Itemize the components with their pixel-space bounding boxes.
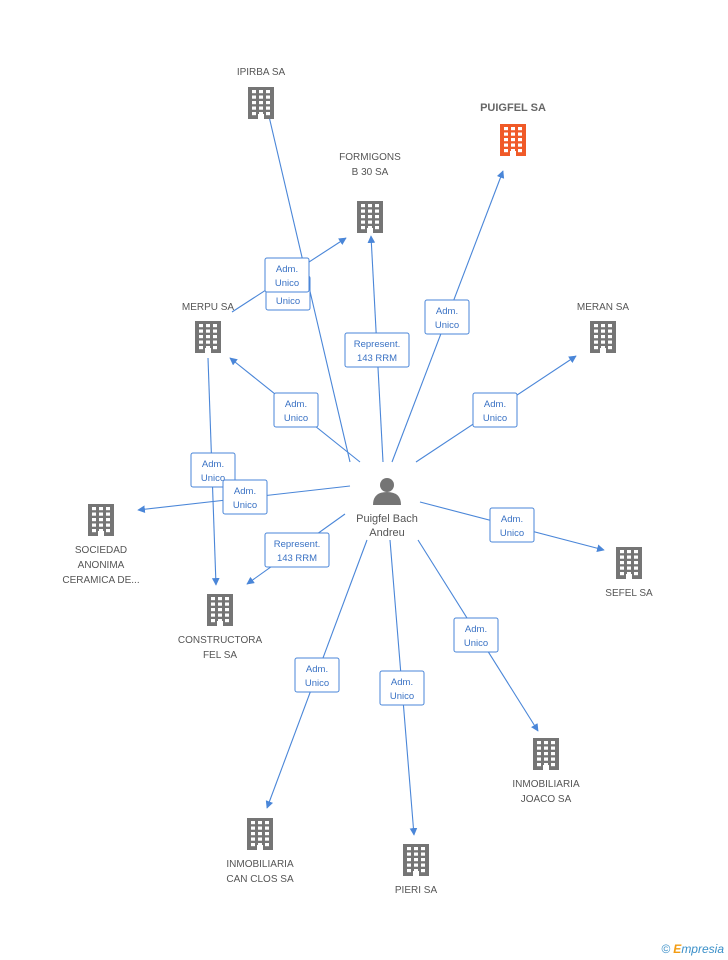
relation-box (294, 657, 340, 693)
relation-text: Adm. (484, 399, 506, 410)
relation-box (344, 332, 410, 368)
company-node-ipirba[interactable]: IPIRBA SA (237, 67, 286, 119)
company-name: MERAN SA (577, 302, 630, 313)
relation-text: Unico (390, 691, 414, 702)
company-node-sociedad[interactable]: SOCIEDAD ANONIMA CERAMICA DE... (62, 504, 140, 586)
company-name: SEFEL SA (605, 588, 653, 599)
e-merpu-formigons-label[interactable]: Adm. Unico (264, 257, 310, 293)
company-name: IPIRBA SA (237, 67, 286, 78)
relation-text: Adm. (202, 459, 224, 470)
building-icon (195, 321, 221, 353)
person-name: Andreu (369, 527, 404, 539)
company-node-merpu[interactable]: MERPU SA (182, 302, 235, 353)
company-name: B 30 SA (352, 167, 389, 178)
relation-text: Represent. (274, 539, 320, 550)
e-pieri-label[interactable]: Adm. Unico (379, 670, 425, 706)
relation-text: Unico (276, 296, 300, 307)
e-sefel-label[interactable]: Adm. Unico (489, 507, 535, 543)
relation-box (453, 617, 499, 653)
relation-text: 143 RRM (277, 553, 317, 564)
brand-name: mpresia (681, 942, 724, 956)
relation-text: Adm. (501, 514, 523, 525)
e-merpu-constructora-label[interactable]: Adm. Unico (190, 452, 236, 488)
relation-text: Unico (464, 638, 488, 649)
relation-text: Adm. (234, 486, 256, 497)
relation-text: Unico (275, 278, 299, 289)
building-icon (590, 321, 616, 353)
copyright-symbol: © (661, 942, 671, 956)
relation-text: 143 RRM (357, 353, 397, 364)
building-icon (248, 87, 274, 119)
relation-box (273, 392, 319, 428)
relation-text: Unico (435, 320, 459, 331)
e-joaco-label[interactable]: Adm. Unico (453, 617, 499, 653)
relation-box (190, 452, 236, 488)
company-name: CERAMICA DE... (62, 575, 139, 586)
relation-text: Adm. (276, 264, 298, 275)
building-icon (88, 504, 114, 536)
e-meran-label[interactable]: Adm. Unico (472, 392, 518, 428)
company-node-meran[interactable]: MERAN SA (577, 302, 630, 353)
relation-text: Unico (233, 500, 257, 511)
e-formigons-label[interactable]: Represent. 143 RRM (344, 332, 410, 368)
relation-box (264, 532, 330, 568)
relation-text: Adm. (465, 624, 487, 635)
company-name: CONSTRUCTORA (178, 635, 263, 646)
e-canclos-label[interactable]: Adm. Unico (294, 657, 340, 693)
e-sociedad-label[interactable]: Adm. Unico (222, 479, 268, 515)
relation-text: Adm. (285, 399, 307, 410)
person-name: Puigfel Bach (356, 513, 418, 525)
relation-text: Unico (500, 528, 524, 539)
company-node-joaco[interactable]: INMOBILIARIA JOACO SA (512, 738, 580, 805)
brand-initial: E (673, 942, 682, 956)
company-node-formigons[interactable]: FORMIGONS B 30 SA (339, 152, 401, 233)
building-icon (403, 844, 429, 876)
relation-box (222, 479, 268, 515)
relation-text: Adm. (306, 664, 328, 675)
company-name: PIERI SA (395, 885, 438, 896)
building-icon (533, 738, 559, 770)
building-icon (207, 594, 233, 626)
relation-text: Adm. (436, 306, 458, 317)
building-icon (500, 124, 526, 156)
company-name: INMOBILIARIA (226, 859, 294, 870)
relation-text: Unico (284, 413, 308, 424)
relation-box (264, 257, 310, 293)
e-puigfel-label[interactable]: Adm. Unico (424, 299, 470, 335)
relation-box (424, 299, 470, 335)
building-icon (616, 547, 642, 579)
relation-box (472, 392, 518, 428)
relation-text: Unico (305, 678, 329, 689)
company-name: ANONIMA (78, 560, 125, 571)
relation-text: Unico (483, 413, 507, 424)
company-name: SOCIEDAD (75, 545, 127, 556)
company-name: CAN CLOS SA (226, 874, 294, 885)
company-node-pieri[interactable]: PIERI SA (395, 844, 438, 896)
building-icon (247, 818, 273, 850)
company-name: FORMIGONS (339, 152, 401, 163)
e-merpu-label[interactable]: Adm. Unico (273, 392, 319, 428)
company-node-sefel[interactable]: SEFEL SA (605, 547, 653, 599)
company-node-puigfel[interactable]: PUIGFEL SA (480, 102, 546, 156)
building-icon (357, 201, 383, 233)
company-node-constructora[interactable]: CONSTRUCTORA FEL SA (178, 594, 263, 661)
relation-text: Unico (201, 473, 225, 484)
company-name: FEL SA (203, 650, 237, 661)
company-node-canclos[interactable]: INMOBILIARIA CAN CLOS SA (226, 818, 294, 885)
company-name: INMOBILIARIA (512, 779, 580, 790)
relation-box (489, 507, 535, 543)
company-name: PUIGFEL SA (480, 102, 546, 114)
relation-box (379, 670, 425, 706)
edge-labels-layer: Adm.UnicoAdm.UnicoAdm.UnicoRepresent.143… (190, 257, 535, 706)
person-icon (373, 478, 401, 505)
brand-footer[interactable]: ©Empresia (661, 942, 724, 956)
nodes-layer: IPIRBA SA PUIGFEL SA FORMIGONS B 30 SA MERPU… (62, 67, 653, 896)
relation-text: Represent. (354, 339, 400, 350)
company-name: MERPU SA (182, 302, 235, 313)
company-name: JOACO SA (521, 794, 572, 805)
relation-text: Adm. (391, 677, 413, 688)
e-constructora-label[interactable]: Represent. 143 RRM (264, 532, 330, 568)
